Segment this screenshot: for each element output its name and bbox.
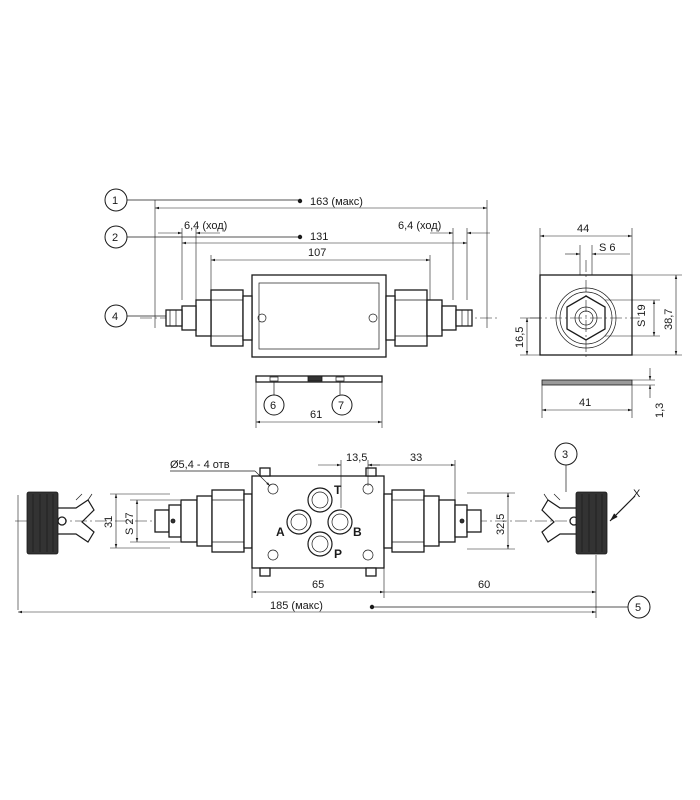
dim-height-31: 31	[103, 516, 115, 528]
dim-overall-185: 185 (макс)	[270, 600, 323, 612]
dim-hex-27: S 27	[124, 512, 136, 535]
front-view: A B P T X Ø5,4 - 4 отв	[15, 442, 651, 619]
svg-text:6: 6	[270, 400, 276, 412]
dim-height-325: 32,5	[495, 514, 507, 535]
dim-side-offset: 16,5	[514, 327, 526, 348]
port-a-circle	[286, 509, 312, 535]
dim-side-height: 38,7	[663, 309, 675, 330]
svg-text:2: 2	[112, 232, 118, 244]
callout-6: 6	[263, 394, 285, 416]
callout-1: 1	[104, 188, 128, 212]
dim-body-65: 65	[312, 579, 324, 591]
side-view: 44 S 6 S 19 38,7 16,5	[514, 223, 682, 360]
callout-7: 7	[331, 394, 353, 416]
dim-stroke-right: 6,4 (ход)	[398, 220, 441, 232]
dim-stroke-left: 6,4 (ход)	[184, 220, 227, 232]
dim-port-spacing: 33	[410, 452, 422, 464]
dim-holes: Ø5,4 - 4 отв	[170, 459, 230, 471]
port-b-label: B	[353, 525, 362, 539]
dim-side-hex: S 6	[599, 242, 616, 254]
svg-text:5: 5	[635, 602, 641, 614]
dim-overall-max: 163 (макс)	[310, 196, 363, 208]
port-a-label: A	[276, 525, 285, 539]
port-b-circle	[327, 509, 353, 535]
dim-side-hex19: S 19	[636, 304, 648, 327]
svg-text:3: 3	[562, 449, 568, 461]
base-side-view: 41 1,3	[541, 368, 666, 418]
plate-view: 61 6 7	[255, 375, 383, 428]
svg-text:7: 7	[338, 400, 344, 412]
callout-4: 4	[104, 304, 128, 328]
top-view: 163 (макс) 6,4 (ход) 6,4 (ход) 131 107	[104, 188, 500, 358]
dim-base-width: 41	[579, 397, 591, 409]
svg-text:1: 1	[112, 195, 118, 207]
dim-length-131: 131	[310, 231, 328, 243]
dim-plate-width: 61	[310, 409, 322, 421]
port-t-circle	[307, 487, 333, 513]
callout-2: 2	[104, 225, 128, 249]
dim-knob-60: 60	[478, 579, 490, 591]
svg-text:4: 4	[112, 311, 118, 323]
callout-3: 3	[554, 442, 578, 466]
view-label-x: X	[633, 488, 641, 500]
dim-side-width: 44	[577, 223, 589, 235]
port-t-label: T	[334, 483, 342, 497]
dim-port-offset: 13,5	[346, 452, 367, 464]
port-p-label: P	[334, 547, 342, 561]
dim-base-thickness: 1,3	[654, 403, 666, 418]
dim-length-107: 107	[308, 247, 326, 259]
port-p-circle	[307, 531, 333, 557]
callout-5: 5	[627, 595, 651, 619]
